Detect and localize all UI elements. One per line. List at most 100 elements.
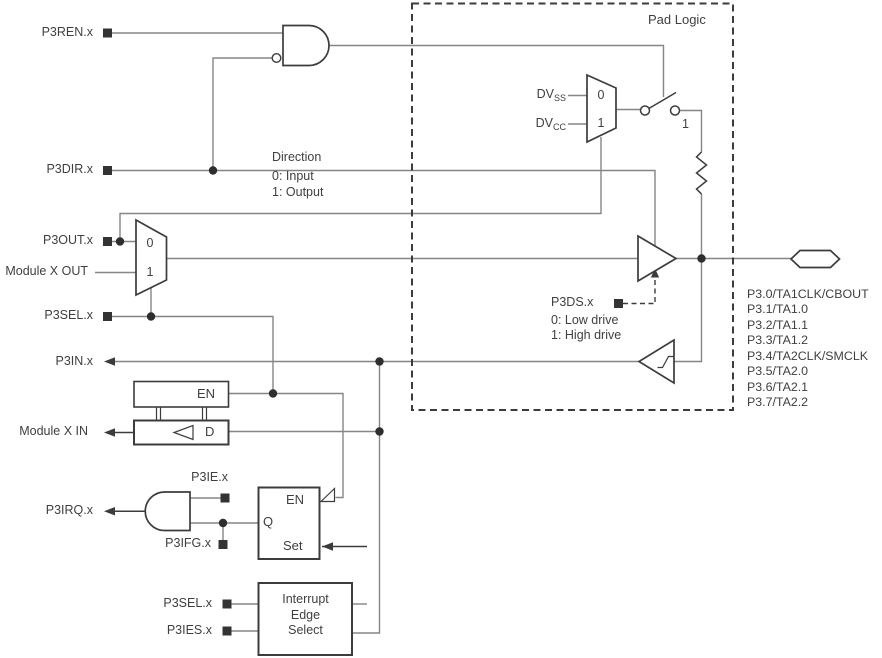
input-latch-d-box <box>133 419 230 446</box>
pin-item: P3.1/TA1.0 <box>747 302 809 317</box>
input-schmitt-trigger-icon <box>637 338 675 385</box>
components <box>133 24 841 656</box>
pin-item: P3.7/TA2.2 <box>747 395 809 410</box>
label-p3ren: P3REN.x <box>41 25 93 39</box>
label-p3dir: P3DIR.x <box>46 162 93 176</box>
p3in-arrow-icon <box>104 357 115 366</box>
direction-note-input: 0: Input <box>272 169 314 183</box>
flag-set-label: Set <box>283 538 303 553</box>
pull-select-mux-icon <box>586 73 617 144</box>
p3sel2-terminal <box>222 599 232 609</box>
hysteresis-glyph-icon <box>657 355 674 369</box>
junction-dots <box>115 166 706 528</box>
wire-dir-to-nand-input <box>212 57 272 171</box>
output-mux-in0: 0 <box>146 236 154 250</box>
junction-dot <box>146 312 156 321</box>
latch-en-label: EN <box>197 386 216 401</box>
direction-note-title: Direction <box>272 150 322 164</box>
drive-note-title: P3DS.x <box>551 295 594 309</box>
label-p3sel2: P3SEL.x <box>163 596 212 610</box>
wire-pad-to-schmitt <box>674 194 703 363</box>
register-terminals <box>103 28 623 636</box>
label-p3ifg: P3IFG.x <box>165 536 211 550</box>
label-p3sel: P3SEL.x <box>44 308 93 322</box>
direction-note-output: 1: Output <box>272 185 324 199</box>
edge-select-line3: Select <box>288 623 323 638</box>
switch-contact-right-icon <box>669 105 681 116</box>
p3ds-terminal <box>614 299 623 308</box>
p3ds-arrow-up-icon <box>650 268 660 278</box>
junction-dot <box>375 357 384 366</box>
output-driver-buffer-icon <box>637 234 678 283</box>
output-mux-icon <box>135 218 168 297</box>
label-p3irq: P3IRQ.x <box>45 503 93 517</box>
ren-and-gate-icon <box>282 24 330 67</box>
label-module-x-out: Module X OUT <box>5 264 88 278</box>
dvss-base: DV <box>536 87 554 101</box>
pad-logic-border <box>411 2 734 411</box>
edge-select-line2: Edge <box>290 607 321 622</box>
module-x-in-arrow-icon <box>104 428 115 437</box>
wire-ren-gate-to-switch <box>328 44 665 97</box>
pin-item: P3.3/TA1.2 <box>747 333 809 348</box>
label-p3ie: P3IE.x <box>191 470 228 484</box>
pull-mux-in0: 0 <box>597 88 605 102</box>
p3out-terminal <box>103 237 112 246</box>
pin-item: P3.4/TA2CLK/SMCLK <box>747 348 868 363</box>
pin-item: P3.5/TA2.0 <box>747 364 809 379</box>
junction-dot <box>218 518 228 528</box>
p3ren-terminal <box>103 28 112 38</box>
wire-p3sel <box>112 315 274 394</box>
inverter-bubble-icon <box>271 53 282 64</box>
flag-q-label: Q <box>263 514 274 529</box>
dvcc-base: DV <box>535 116 553 130</box>
dvcc-subscript: CC <box>553 122 566 132</box>
p3dir-terminal <box>103 166 112 175</box>
label-dvcc: DVCC <box>486 117 566 134</box>
label-module-x-in: Module X IN <box>19 424 88 438</box>
junction-dot <box>268 389 278 398</box>
junction-dot <box>208 166 218 175</box>
wire-latch-en <box>228 392 344 499</box>
pin-item: P3.2/TA1.1 <box>747 317 809 332</box>
input-latch-en-box <box>133 380 230 408</box>
arrowheads <box>104 357 333 551</box>
p3irq-arrow-icon <box>104 507 115 516</box>
label-p3ies: P3IES.x <box>166 623 212 637</box>
drive-note-high: 1: High drive <box>551 328 622 342</box>
pin-function-list: P3.0/TA1CLK/CBOUT P3.1/TA1.0 P3.2/TA1.1 … <box>747 287 869 411</box>
junction-dot <box>697 254 706 263</box>
pad-logic-title: Pad Logic <box>648 12 706 27</box>
drive-note-low: 0: Low drive <box>551 313 619 327</box>
edge-select-line1: Interrupt <box>282 592 329 606</box>
interrupt-edge-select-box <box>257 582 353 656</box>
junction-dot <box>375 427 384 436</box>
p3ds-dashed-wire <box>623 277 656 305</box>
wire-p3dir-enable <box>112 169 656 246</box>
edge-trigger-wedge-icon <box>319 487 336 503</box>
switch-lever-icon <box>647 91 677 110</box>
edge-select-text: Interrupt Edge Select <box>259 592 352 639</box>
dvss-subscript: SS <box>553 93 566 103</box>
latch-buffer-triangle-icon <box>172 424 194 441</box>
flag-en-label: EN <box>286 492 305 507</box>
switch-position-label: 1 <box>682 117 689 131</box>
wire-switch-to-resistor <box>679 109 703 152</box>
latch-d-label: D <box>205 424 215 439</box>
p3sel-terminal <box>103 312 112 321</box>
output-wires <box>113 431 367 548</box>
pull-resistor-icon <box>695 151 708 195</box>
output-mux-in1: 1 <box>146 265 154 279</box>
wire-p3out-to-pull-mux-select <box>119 137 602 242</box>
pad-pin-hexagon-icon <box>789 249 841 269</box>
pin-item: P3.0/TA1CLK/CBOUT <box>747 287 869 301</box>
label-p3in: P3IN.x <box>55 354 93 368</box>
p3ifg-terminal <box>218 540 228 549</box>
irq-and-gate-icon <box>144 491 191 532</box>
label-dvss: DVSS <box>486 88 566 105</box>
label-p3out: P3OUT.x <box>42 233 93 247</box>
p3ies-terminal <box>222 626 232 636</box>
pull-mux-in1: 1 <box>597 116 605 130</box>
